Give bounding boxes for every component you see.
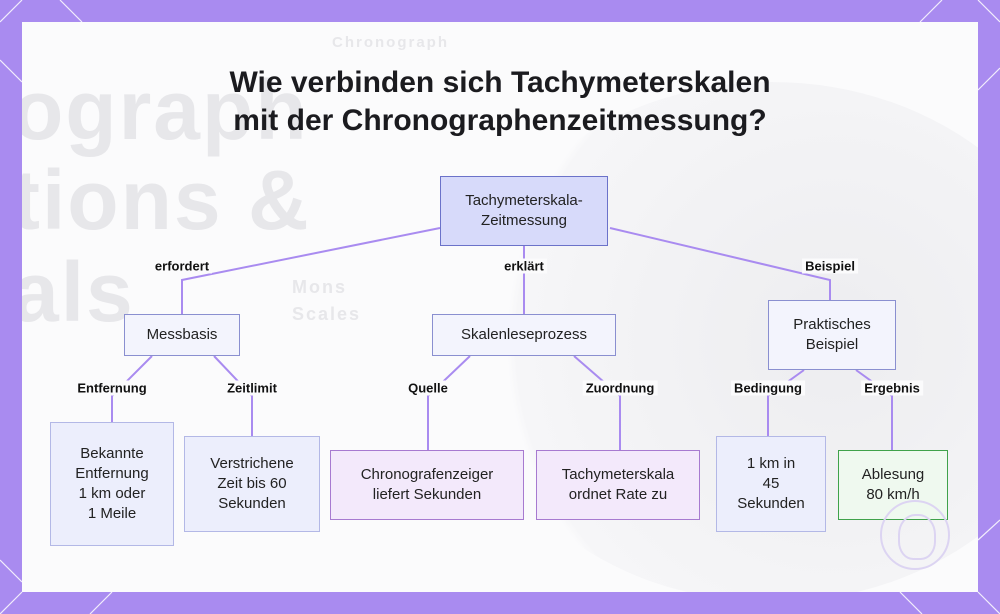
background-text: Mons (292, 277, 347, 297)
edge-label-quelle: Quelle (405, 380, 451, 396)
edge-messbasis-zeitlimit (213, 355, 253, 436)
watch-logo-icon (880, 500, 950, 570)
edge-messbasis-entfernung (111, 355, 153, 422)
edge-label-zeitlimit: Zeitlimit (224, 380, 280, 396)
node-tachymeterskala-rate: Tachymeterskala ordnet Rate zu (536, 450, 700, 520)
node-verstrichene-zeit: Verstrichene Zeit bis 60 Sekunden (184, 436, 320, 532)
background-text: Chronograph (332, 34, 449, 51)
edge-label-ergebnis: Ergebnis (861, 380, 923, 396)
diagram-edges (111, 227, 893, 450)
node-label: Praktisches Beispiel (793, 316, 871, 353)
node-label: Messbasis (146, 326, 218, 343)
background-text: tions & (22, 153, 311, 247)
edge-label-beispiel: Beispiel (802, 258, 858, 274)
edge-beispiel-bedingung (767, 369, 805, 436)
edge-label-bedingung: Bedingung (731, 380, 805, 396)
node-label: Bekannte Entfernung 1 km oder 1 Meile (75, 445, 149, 522)
node-label: Chronografenzeiger liefert Sekunden (360, 466, 494, 503)
diagram-title: Wie verbinden sich Tachymeterskalen mit … (22, 64, 978, 140)
background-text: als (22, 245, 135, 339)
edge-skalen-quelle (427, 355, 471, 450)
background-text: Scales (292, 304, 362, 324)
edge-root-praktisches-beispiel (609, 227, 831, 300)
edge-label-entfernung: Entfernung (74, 380, 150, 396)
node-label: Tachymeterskala ordnet Rate zu (561, 466, 675, 503)
edge-label-zuordnung: Zuordnung (582, 380, 658, 396)
node-chronografenzeiger: Chronografenzeiger liefert Sekunden (330, 450, 524, 520)
node-bekannte-entfernung: Bekannte Entfernung 1 km oder 1 Meile (50, 422, 174, 546)
node-tachymeterskala-zeitmessung: Tachymeterskala- Zeitmessung (440, 176, 608, 246)
node-label: 1 km in 45 Sekunden (737, 455, 805, 512)
node-1km-45-sekunden: 1 km in 45 Sekunden (716, 436, 826, 532)
edge-label-erklaert: erklärt (501, 258, 547, 274)
edge-root-messbasis (181, 227, 441, 314)
edge-skalen-zuordnung (573, 355, 621, 450)
node-label: Tachymeterskala- Zeitmessung (465, 192, 583, 229)
node-messbasis: Messbasis (124, 314, 240, 356)
title-line-1: Wie verbinden sich Tachymeterskalen (229, 66, 771, 99)
title-line-2: mit der Chronographenzeitmessung? (233, 104, 767, 137)
background-text: ograph (22, 63, 309, 157)
node-label: Verstrichene Zeit bis 60 Sekunden (210, 455, 294, 512)
node-label: Skalenleseprozess (461, 326, 587, 343)
node-label: Ablesung 80 km/h (861, 466, 925, 503)
edge-label-erfordert: erfordert (151, 258, 213, 274)
node-praktisches-beispiel: Praktisches Beispiel (768, 300, 896, 370)
diagram-panel: Chronograph ograph tions & als Mons Scal… (22, 22, 978, 592)
node-skalenleseprozess: Skalenleseprozess (432, 314, 616, 356)
edge-beispiel-ergebnis (855, 369, 893, 450)
